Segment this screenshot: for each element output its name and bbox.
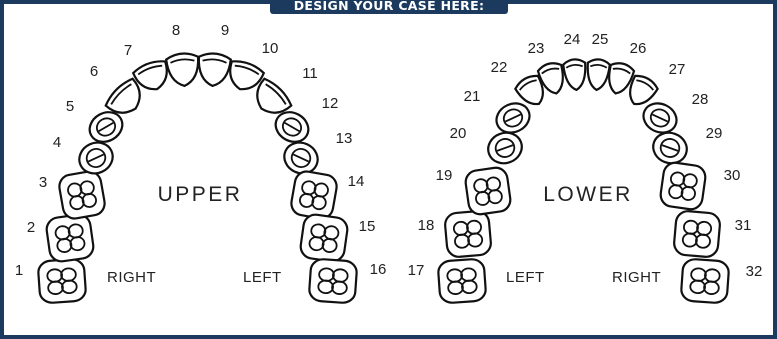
tooth-number-19: 19: [436, 167, 453, 184]
tooth-number-17: 17: [408, 262, 425, 279]
tooth-32[interactable]: [681, 258, 730, 303]
tooth-number-22: 22: [491, 59, 508, 76]
tooth-number-21: 21: [464, 88, 481, 105]
tooth-number-8: 8: [172, 22, 180, 39]
tooth-number-31: 31: [735, 217, 752, 234]
tooth-number-28: 28: [692, 91, 709, 108]
tooth-number-11: 11: [302, 65, 318, 82]
upper-left-label: LEFT: [243, 269, 282, 286]
tooth-outline: [659, 161, 707, 210]
tooth-number-4: 4: [53, 134, 61, 151]
tooth-18[interactable]: [444, 210, 492, 258]
tooth-number-10: 10: [262, 40, 279, 57]
tooth-number-30: 30: [724, 167, 741, 184]
tooth-number-32: 32: [746, 263, 763, 280]
tooth-31[interactable]: [673, 210, 721, 258]
tooth-number-23: 23: [528, 40, 545, 57]
tooth-30[interactable]: [659, 161, 707, 210]
tooth-number-7: 7: [124, 42, 132, 59]
tooth-21[interactable]: [492, 98, 535, 138]
tooth-number-26: 26: [630, 40, 647, 57]
tooth-outline: [57, 170, 106, 221]
lower-right-label: RIGHT: [612, 269, 661, 286]
tooth-outline: [196, 52, 231, 87]
lower-arch: 17 18 19 20 21 22 23 24 25 26 27 28 29 30 31 32: [408, 31, 763, 304]
tooth-number-24: 24: [564, 31, 581, 48]
tooth-number-16: 16: [370, 261, 387, 278]
tooth-number-12: 12: [322, 95, 339, 112]
tooth-number-3: 3: [39, 174, 47, 191]
tooth-16[interactable]: [309, 258, 358, 303]
tooth-outline: [444, 210, 492, 258]
tooth-19[interactable]: [464, 166, 512, 215]
tooth-number-15: 15: [359, 218, 376, 235]
tooth-outline: [563, 58, 588, 90]
tooth-outline: [681, 258, 730, 303]
tooth-9[interactable]: [196, 52, 231, 87]
tooth-number-27: 27: [669, 61, 686, 78]
tooth-number-2: 2: [27, 219, 35, 236]
tooth-outline: [673, 210, 721, 258]
tooth-outline: [438, 258, 487, 303]
tooth-number-9: 9: [221, 22, 229, 39]
tooth-15[interactable]: [299, 213, 349, 263]
tooth-number-29: 29: [706, 125, 723, 142]
tooth-outline: [464, 166, 512, 215]
tooth-number-20: 20: [450, 125, 467, 142]
tooth-number-14: 14: [348, 173, 365, 190]
tooth-2[interactable]: [45, 213, 95, 263]
tooth-outline: [299, 213, 349, 263]
tooth-25[interactable]: [586, 58, 611, 90]
tooth-28[interactable]: [639, 98, 682, 138]
tooth-17[interactable]: [438, 258, 487, 303]
tooth-24[interactable]: [563, 58, 588, 90]
tooth-outline: [38, 258, 87, 303]
tooth-number-25: 25: [592, 31, 609, 48]
upper-arch-label: UPPER: [158, 183, 243, 206]
tooth-number-13: 13: [336, 130, 353, 147]
tooth-14[interactable]: [289, 170, 338, 221]
tooth-outline: [45, 213, 95, 263]
tooth-number-5: 5: [66, 98, 74, 115]
tooth-20[interactable]: [484, 128, 526, 168]
tooth-outline: [289, 170, 338, 221]
tooth-8[interactable]: [166, 52, 201, 87]
tooth-outline: [166, 52, 201, 87]
tooth-outline: [586, 58, 611, 90]
tooth-number-6: 6: [90, 63, 98, 80]
tooth-number-18: 18: [418, 217, 435, 234]
tooth-29[interactable]: [649, 128, 691, 168]
tooth-number-1: 1: [15, 262, 23, 279]
tooth-outline: [309, 258, 358, 303]
tooth-3[interactable]: [57, 170, 106, 221]
lower-left-label: LEFT: [506, 269, 545, 286]
tooth-1[interactable]: [38, 258, 87, 303]
upper-right-label: RIGHT: [107, 269, 156, 286]
lower-arch-label: LOWER: [543, 183, 633, 206]
